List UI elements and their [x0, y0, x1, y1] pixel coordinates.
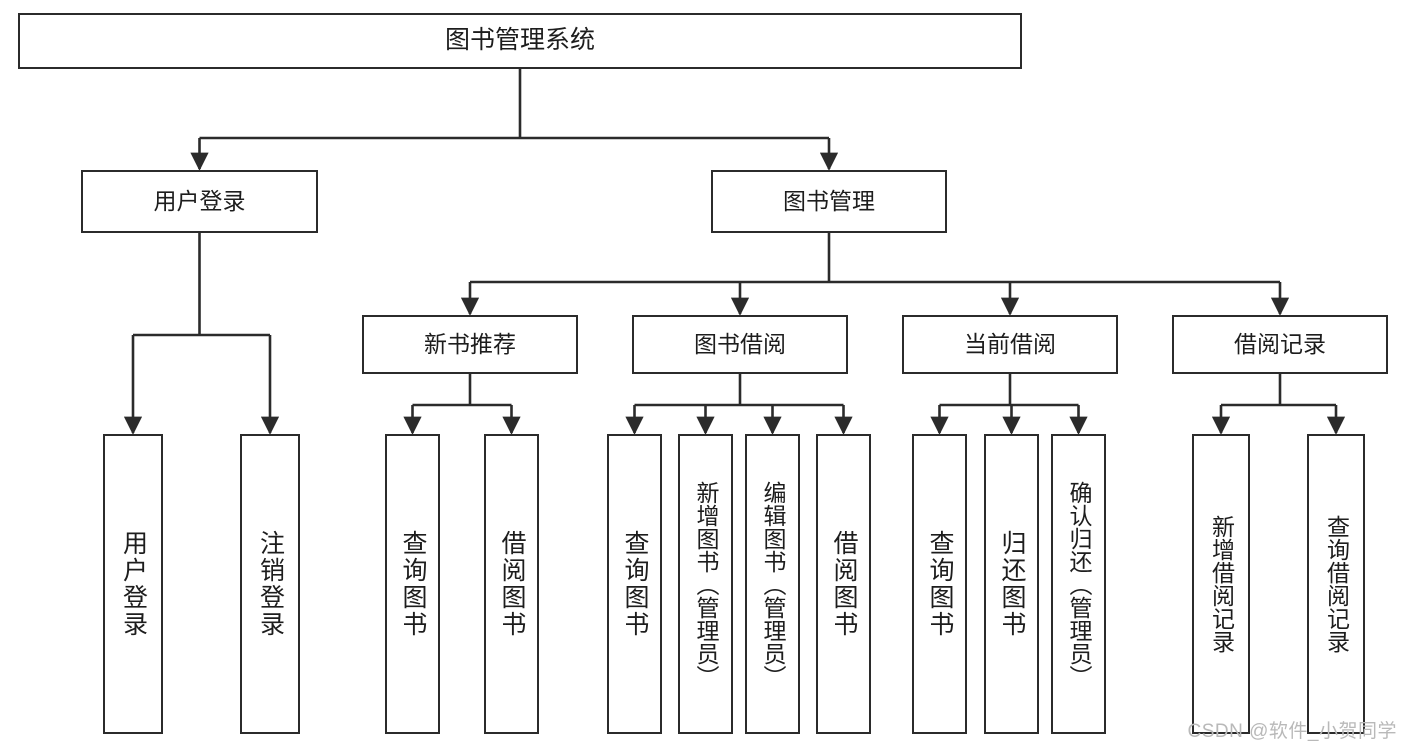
node-label-leaf-q-book-3: 查询图书 [926, 530, 954, 638]
node-label-leaf-q-rec: 查询借阅记录 [1323, 515, 1350, 653]
node-label-current-borrow: 当前借阅 [964, 330, 1056, 357]
node-label-leaf-q-book-2: 查询图书 [621, 530, 649, 638]
node-label-book-borrow: 图书借阅 [694, 330, 786, 357]
node-leaf-add-rec[interactable]: 新增借阅记录 [1192, 434, 1250, 734]
node-label-leaf-edit-book: 编辑图书（管理员） [760, 480, 786, 688]
node-label-book-manage: 图书管理 [783, 187, 875, 214]
node-leaf-borrow-2[interactable]: 借阅图书 [816, 434, 871, 734]
node-label-leaf-borrow-2: 借阅图书 [830, 530, 858, 638]
node-leaf-q-book-1[interactable]: 查询图书 [385, 434, 440, 734]
node-label-user-login: 用户登录 [153, 187, 246, 214]
node-leaf-q-book-3[interactable]: 查询图书 [912, 434, 967, 734]
node-leaf-confirm[interactable]: 确认归还（管理员） [1051, 434, 1106, 734]
node-root[interactable]: 图书管理系统 [18, 13, 1022, 69]
node-label-root: 图书管理系统 [444, 26, 595, 55]
node-label-leaf-logout: 注销登录 [256, 530, 285, 638]
node-new-book-rec[interactable]: 新书推荐 [362, 315, 578, 374]
node-label-leaf-confirm: 确认归还（管理员） [1066, 480, 1092, 688]
node-leaf-user-login[interactable]: 用户登录 [103, 434, 163, 734]
node-label-leaf-return: 归还图书 [998, 530, 1026, 638]
node-leaf-q-rec[interactable]: 查询借阅记录 [1307, 434, 1365, 734]
node-user-login[interactable]: 用户登录 [81, 170, 318, 233]
node-label-leaf-q-book-1: 查询图书 [399, 530, 427, 638]
node-borrow-record[interactable]: 借阅记录 [1172, 315, 1388, 374]
node-current-borrow[interactable]: 当前借阅 [902, 315, 1118, 374]
node-leaf-add-book[interactable]: 新增图书（管理员） [678, 434, 733, 734]
node-leaf-logout[interactable]: 注销登录 [240, 434, 300, 734]
node-leaf-return[interactable]: 归还图书 [984, 434, 1039, 734]
node-leaf-q-book-2[interactable]: 查询图书 [607, 434, 662, 734]
node-label-leaf-borrow-1: 借阅图书 [498, 530, 526, 638]
node-book-borrow[interactable]: 图书借阅 [632, 315, 848, 374]
node-label-leaf-add-rec: 新增借阅记录 [1208, 515, 1235, 653]
node-label-borrow-record: 借阅记录 [1234, 330, 1326, 357]
node-label-leaf-add-book: 新增图书（管理员） [693, 480, 719, 688]
node-leaf-edit-book[interactable]: 编辑图书（管理员） [745, 434, 800, 734]
node-label-new-book-rec: 新书推荐 [424, 330, 516, 357]
node-book-manage[interactable]: 图书管理 [711, 170, 947, 233]
watermark-label: CSDN @软件_小贺同学 [1187, 721, 1397, 742]
node-label-leaf-user-login: 用户登录 [119, 530, 148, 638]
node-leaf-borrow-1[interactable]: 借阅图书 [484, 434, 539, 734]
